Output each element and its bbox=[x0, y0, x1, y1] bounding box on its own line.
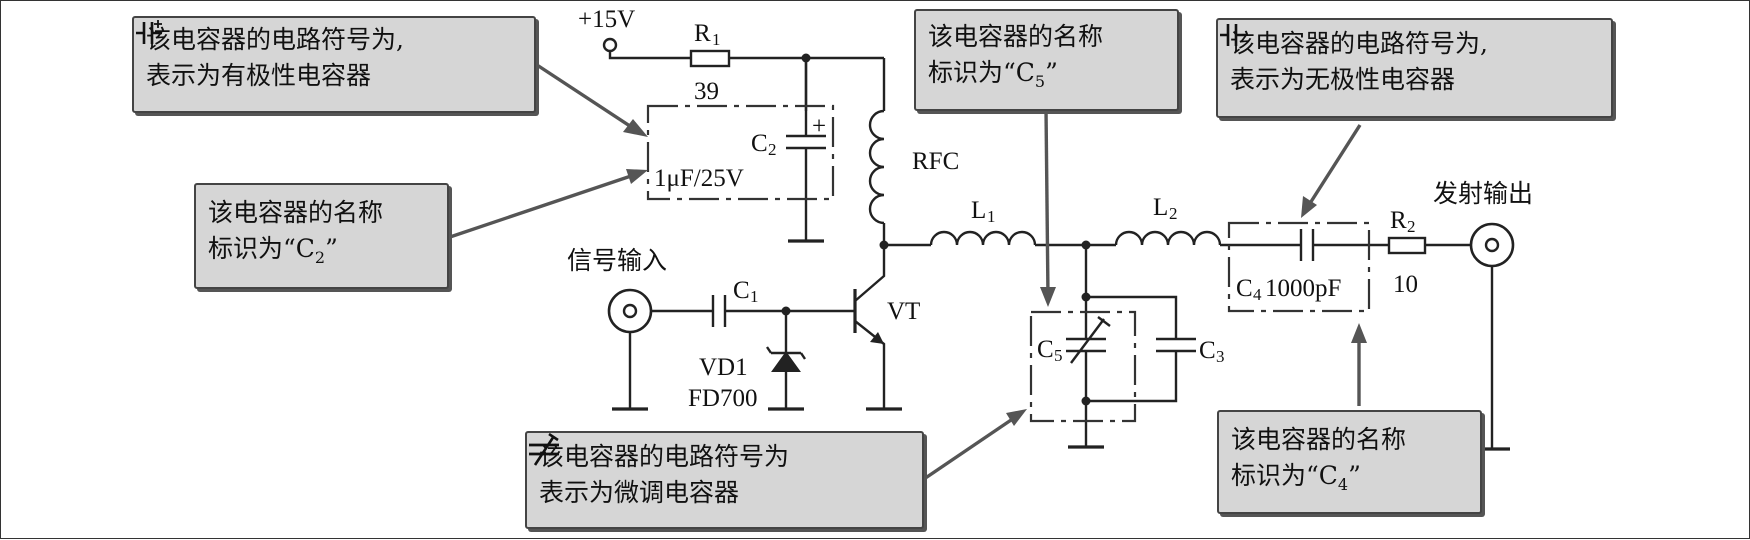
l1-label-sub: 1 bbox=[987, 207, 996, 226]
c5-trimmer-capacitor bbox=[1066, 297, 1111, 449]
c2-label-sub: 2 bbox=[768, 140, 777, 159]
callout-c2-name-line2-sub: 2 bbox=[314, 248, 326, 267]
c2-plus: + bbox=[812, 113, 826, 140]
c1-label: C bbox=[733, 277, 750, 304]
c4-value: 1000pF bbox=[1265, 275, 1341, 302]
callout-c4-name-line1: 该电容器的名称 bbox=[1231, 425, 1407, 454]
callout-c5-trim-line1: 该电容器的电路符号为 bbox=[539, 442, 790, 471]
vt-label: VT bbox=[887, 298, 920, 325]
callout-c2-polar-line1: 该电容器的电路符号为 bbox=[146, 25, 397, 54]
c5-dashed-frame bbox=[1029, 310, 1137, 423]
vd1-label: VD1 bbox=[699, 354, 748, 381]
c2-capacitor bbox=[786, 58, 826, 243]
r1-value: 39 bbox=[694, 78, 719, 105]
r1-resistor bbox=[689, 49, 731, 68]
callout-c2-name-line2-post: ” bbox=[325, 234, 338, 263]
l2-label: L bbox=[1153, 194, 1168, 221]
c4-dashed-frame bbox=[1227, 221, 1371, 313]
callout-c5-name-line2-sub: 5 bbox=[1034, 72, 1046, 91]
signal-in-label: 信号输入 bbox=[567, 247, 667, 275]
callout-c4-name-line2-post: ” bbox=[1348, 461, 1361, 490]
c1-capacitor bbox=[711, 295, 727, 327]
callout-arrows bbox=[449, 63, 1367, 481]
c2-dashed-frame bbox=[646, 104, 835, 201]
callout-c2-name: 该电容器的名称 标识为“C2” bbox=[194, 183, 449, 289]
callout-c4-name-line2-pre: 标识为“C bbox=[1231, 461, 1338, 490]
r1-label-sub: 1 bbox=[712, 30, 721, 49]
vt-transistor bbox=[853, 245, 902, 411]
callout-c4-nonpolar-comma: , bbox=[1480, 29, 1488, 58]
callout-c2-polar: 该电容器的电路符号为, 表示为有极性电容器 bbox=[132, 16, 536, 113]
r2-resistor bbox=[1387, 236, 1427, 255]
supply-label: +15V bbox=[578, 6, 635, 33]
callout-c5-name-line1: 该电容器的名称 bbox=[928, 22, 1104, 51]
tx-out-label: 发射输出 bbox=[1433, 180, 1533, 208]
vd1-diode bbox=[766, 311, 806, 411]
c3-capacitor bbox=[1086, 337, 1196, 403]
callout-c2-name-line1: 该电容器的名称 bbox=[208, 198, 384, 227]
callout-c5-trim-line2: 表示为微调电容器 bbox=[539, 478, 740, 507]
c3-label-sub: 3 bbox=[1216, 347, 1225, 366]
callout-c4-nonpolar: 该电容器的电路符号为, 表示为无极性电容器 bbox=[1216, 18, 1613, 118]
callout-c2-polar-line2: 表示为有极性电容器 bbox=[146, 61, 372, 90]
l2-inductor bbox=[1114, 230, 1222, 246]
r2-label: R bbox=[1390, 207, 1407, 234]
rfc-inductor bbox=[868, 58, 886, 245]
capacitor-icon bbox=[1220, 24, 1246, 46]
callout-c4-nonpolar-line1: 该电容器的电路符号为 bbox=[1230, 29, 1481, 58]
c5-label-sub: 5 bbox=[1054, 346, 1063, 365]
callout-c5-name: 该电容器的名称 标识为“C5” bbox=[914, 9, 1179, 111]
callout-c4-name: 该电容器的名称 标识为“C4” bbox=[1217, 410, 1482, 514]
l1-inductor bbox=[929, 230, 1037, 246]
callout-c2-name-line2-pre: 标识为“C bbox=[208, 234, 315, 263]
input-connector bbox=[607, 288, 653, 411]
c1-label-sub: 1 bbox=[750, 287, 759, 306]
supply-terminal bbox=[602, 37, 691, 60]
callout-c5-name-line2-post: ” bbox=[1045, 58, 1058, 87]
trimmer-capacitor-icon bbox=[529, 433, 559, 466]
c4-capacitor bbox=[1299, 229, 1315, 261]
c5-label: C bbox=[1037, 336, 1054, 363]
l1-label: L bbox=[971, 197, 986, 224]
callout-c5-trim: 该电容器的电路符号为 表示为微调电容器 bbox=[525, 431, 924, 529]
r1-label: R bbox=[694, 20, 711, 47]
vd1-model: FD700 bbox=[688, 385, 757, 412]
c2-label: C bbox=[751, 130, 768, 157]
callout-c5-name-line2-pre: 标识为“C bbox=[928, 58, 1035, 87]
r2-value: 10 bbox=[1393, 271, 1418, 298]
rfc-label: RFC bbox=[912, 148, 959, 175]
c4-label: C bbox=[1236, 275, 1253, 302]
callout-c4-name-line2-sub: 4 bbox=[1337, 475, 1349, 494]
c2-value: 1μF/25V bbox=[654, 165, 744, 192]
c3-label: C bbox=[1199, 337, 1216, 364]
l2-label-sub: 2 bbox=[1169, 204, 1178, 223]
callout-c4-nonpolar-line2: 表示为无极性电容器 bbox=[1230, 65, 1456, 94]
callout-c2-polar-comma: , bbox=[396, 25, 404, 54]
polar-capacitor-icon bbox=[136, 20, 162, 44]
r2-label-sub: 2 bbox=[1407, 217, 1416, 236]
output-connector bbox=[1469, 222, 1515, 451]
c4-label-sub: 4 bbox=[1253, 285, 1262, 304]
